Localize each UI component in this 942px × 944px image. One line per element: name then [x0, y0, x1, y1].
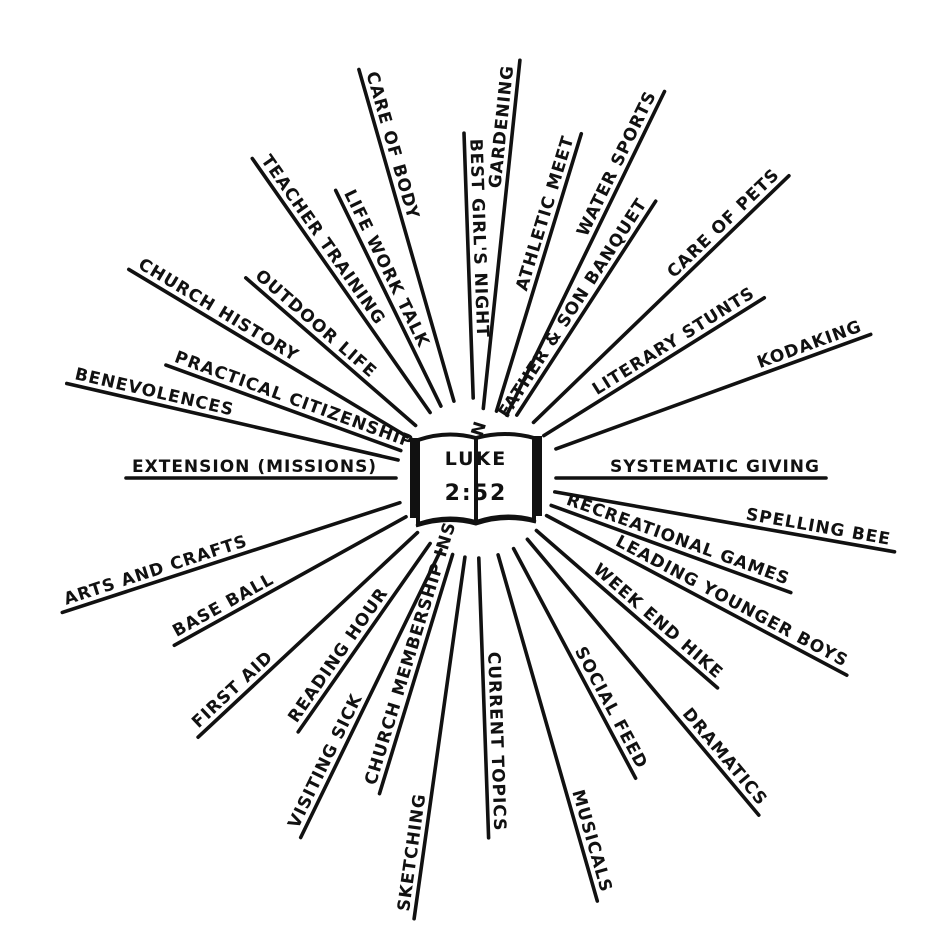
- ray-line: [552, 490, 897, 554]
- ray-line: [549, 503, 793, 595]
- ray-line: [298, 548, 443, 840]
- book-left-edge: [410, 438, 420, 518]
- ray-line: [496, 553, 600, 903]
- book-bottom-binding: [415, 517, 537, 528]
- activity-label: BASE BALL: [169, 569, 277, 641]
- activity-label: DRAMATICS: [678, 704, 771, 810]
- ray-line: [544, 513, 849, 678]
- activity-label: ATHLETIC MEET: [512, 133, 578, 293]
- ray-line: [412, 555, 467, 921]
- activity-label: SPELLING BEE: [744, 505, 892, 550]
- ray-line: [494, 131, 584, 413]
- ray-line: [65, 381, 400, 462]
- activity-label: WATER SPORTS: [573, 88, 661, 240]
- book-verse-reference: 2:52: [445, 481, 508, 506]
- ray-line: [541, 295, 767, 438]
- activity-label: CARE OF PETS: [663, 165, 783, 282]
- ray-line: [244, 276, 418, 428]
- ray-line: [531, 174, 791, 425]
- ray-line: [534, 528, 720, 690]
- activity-label: SOCIAL FEED: [570, 644, 651, 773]
- ray-line: [554, 332, 873, 451]
- ray-line: [60, 500, 402, 615]
- activity-label: LITERARY STUNTS: [589, 283, 759, 399]
- activity-label: KODAKING: [755, 317, 865, 373]
- ray-line: [164, 363, 403, 453]
- ray-line: [296, 541, 432, 734]
- ray-line: [333, 188, 443, 408]
- ray-line: [127, 267, 410, 439]
- activity-label: SYSTEMATIC GIVING: [610, 457, 820, 477]
- ray-line: [172, 514, 408, 648]
- ray-line: [476, 556, 491, 840]
- activity-label: EXTENSION (MISSIONS): [132, 457, 377, 477]
- ray-line: [357, 67, 456, 403]
- ray-line: [511, 546, 638, 781]
- ray-line: [525, 537, 761, 817]
- open-book: LUKE 2:52: [410, 432, 542, 528]
- ray-line: [196, 530, 420, 740]
- ray-line: [514, 199, 658, 417]
- activity-label: CARE OF BODY: [361, 69, 422, 221]
- ray-line: [462, 131, 476, 400]
- ray-line: [250, 156, 432, 415]
- activity-label: FIRST AID: [188, 647, 277, 732]
- book-verse-book: LUKE: [445, 448, 508, 470]
- ray-line: [504, 89, 667, 417]
- activity-label: CHURCH HISTORY: [135, 254, 303, 366]
- book-right-edge: [532, 436, 542, 516]
- ray-line: [481, 58, 522, 411]
- ray-line: [377, 552, 455, 796]
